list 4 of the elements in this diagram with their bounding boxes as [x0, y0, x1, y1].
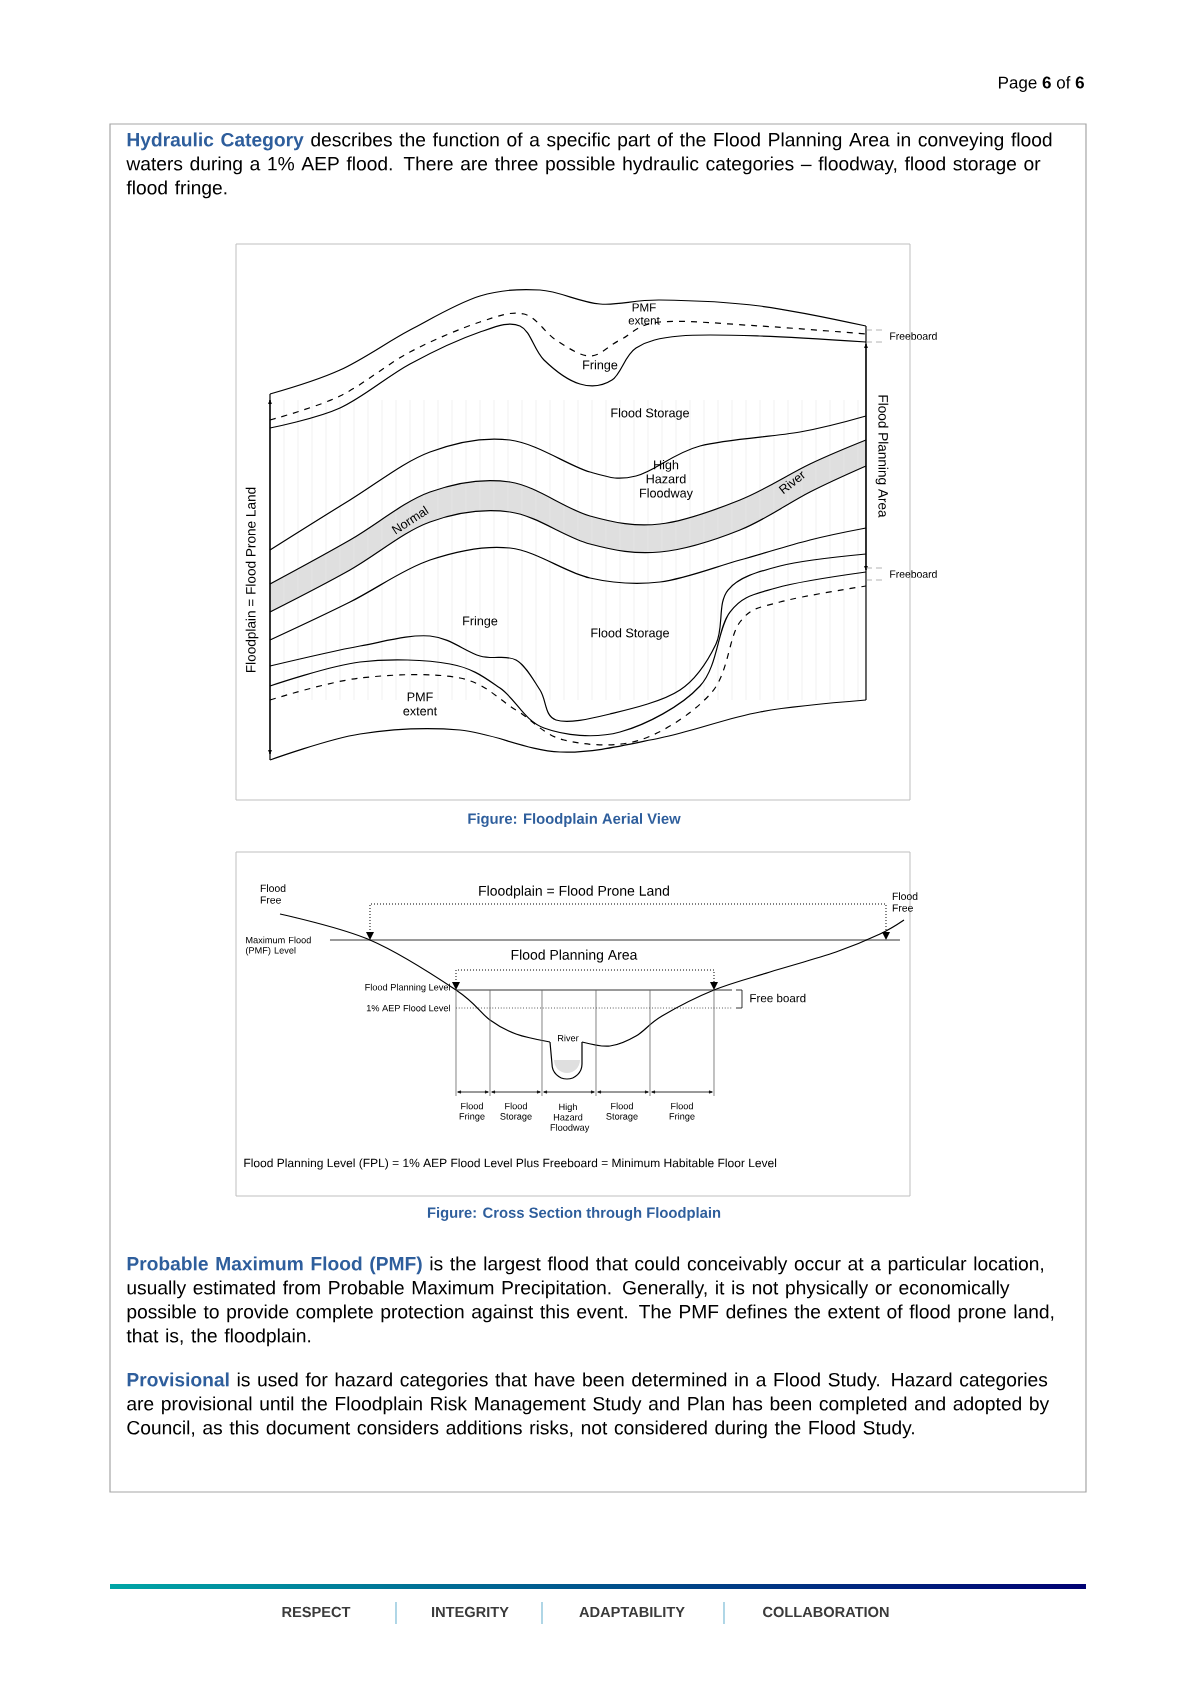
paragraph: Hydraulic Category describes the function of a specific part of the Flood Planning Area in conveying flood waters during a 1% AEP flood. There are three possible hydraulic categories – floodway, flood storage or flood fringe.	[126, 132, 1052, 199]
paragraph: Probable Maximum Flood (PMF) is the largest flood that could conceivably occur at a particular location, usually estimated from Probable Maximum Precipitation. Generally, it is not physically or economically possible to provide complete protection against this event. The PMF defines the extent of flood prone land, that is, the floodplain.	[126, 1256, 1054, 1347]
page-number: Page 6 of 6	[999, 76, 1084, 92]
paragraph: Provisional is used for hazard categories that have been determined in a Flood Study. Hazard categories are provisional until the Floodplain Risk Management Study and Plan has been completed and adopted by Council, as this document considers additions risks, not considered during the Flood Study.	[127, 1372, 1050, 1439]
